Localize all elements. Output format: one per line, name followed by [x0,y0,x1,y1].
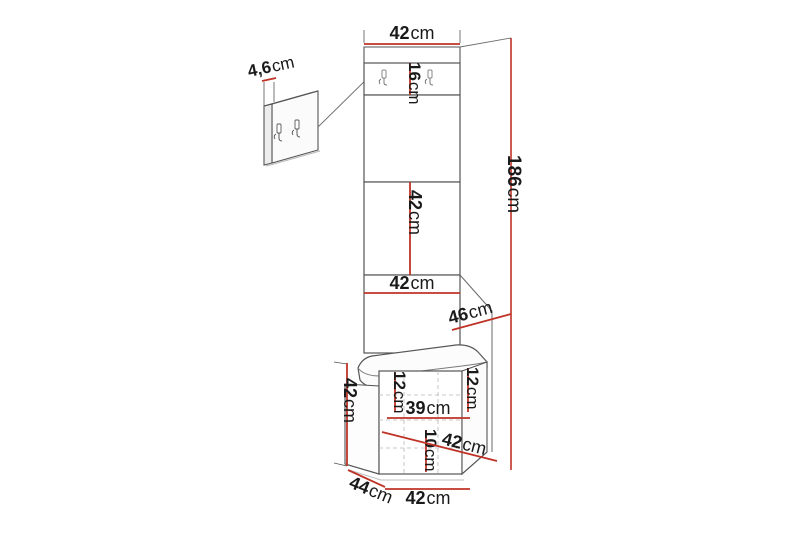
dimension-label-hook-panel-height: 16cm [405,62,424,105]
dimension-value-total-height: 186 [503,155,524,187]
dimension-value-cabinet-width: 42 [389,273,409,293]
dimension-value-bench-width: 42 [405,488,425,508]
dimension-label-bench-width: 42cm [405,488,450,508]
ext-line-bench-height-bottom [333,462,348,467]
cabinet-upper-section [363,94,461,183]
dimension-label-bench-height: 42cm [340,378,360,423]
dimension-drawer-front-height-right: 12cm [463,367,482,412]
dimension-bench-height: 42cm [333,361,360,467]
dimension-line-cabinet-depth [451,313,512,331]
dimension-value-inner-depth: 42 [440,429,464,453]
callout-panel-edge [263,103,273,166]
bench-base-shadow [348,469,464,481]
shoe-bench [344,344,488,481]
ext-line-bench-height-top [333,361,348,365]
dimension-line-inner-depth [381,431,498,462]
dimension-line-callout-depth [261,77,277,82]
dimension-inner-width: 39cm [387,398,470,419]
dimension-bench-width: 42cm [385,488,470,508]
bench-front-face [378,370,463,475]
dimension-value-drawer-front-height-right: 12 [463,367,482,386]
dimension-unit-drawer-front-height-left: cm [390,391,409,414]
tall-cabinet [363,46,493,452]
dimension-unit-bench-height: cm [340,399,360,423]
dimension-unit-bench-width: cm [427,488,451,508]
dimension-unit-drawer-front-height-right: cm [463,387,482,410]
callout-panel-top [263,90,319,107]
dimension-label-callout-depth: 4,6cm [246,52,296,80]
cabinet-top-lip [363,46,460,63]
dimension-total-height: 186cm [459,37,524,470]
coat-hook-icon [378,69,388,86]
ext-line-total-height-top [459,37,512,48]
coat-hook-icon [424,69,434,86]
bench-plinth [344,451,488,475]
dimension-label-top-width: 42cm [389,23,434,43]
dimension-value-callout-depth: 4,6 [246,57,273,80]
callout-panel-shadow [265,150,321,167]
coat-hook-icon [273,123,283,142]
dimension-unit-total-height: cm [503,188,524,213]
dimension-unit-hook-panel-height: cm [405,82,424,105]
cabinet-lower-section [363,274,461,354]
dimension-value-bench-height: 42 [340,378,360,398]
hook-panel-box [363,62,461,96]
dimension-drawer-front-height-left: 12cm [390,371,409,414]
dimension-value-cabinet-section-height: 42 [405,190,425,210]
dimension-hook-panel-height: 16cm [405,62,424,105]
cabinet-depth-edge [459,274,493,452]
dimension-value-top-width: 42 [389,23,409,43]
dimension-unit-callout-depth: cm [270,52,296,75]
dimension-unit-cabinet-width: cm [411,273,435,293]
dimension-cabinet-section-height: 42cm [405,182,425,275]
cabinet-middle-section [363,181,461,276]
dimension-unit-inner-width: cm [427,398,451,418]
dimension-label-lower-compartment-height: 10cm [421,429,440,472]
dimension-label-inner-width: 39cm [405,398,450,418]
dimension-line-bench-depth [347,469,386,488]
dimension-label-drawer-front-height-left: 12cm [390,371,409,414]
dimension-cabinet-width: 42cm [364,273,460,294]
dimension-value-drawer-front-height-left: 12 [390,371,409,390]
dimension-value-hook-panel-height: 16 [405,62,424,81]
coat-hook-icon [291,119,301,138]
dimension-label-drawer-front-height-right: 12cm [463,367,482,410]
dimension-lower-compartment-height: 10cm [421,429,440,472]
dimension-label-cabinet-section-height: 42cm [405,190,425,235]
dimension-unit-lower-compartment-height: cm [421,449,440,472]
dimension-unit-cabinet-section-height: cm [405,211,425,235]
dimension-top-width: 42cm [363,23,461,45]
dimension-label-total-height: 186cm [503,155,524,213]
svg-text:4,6cm: 4,6cm [246,52,296,80]
dimension-value-inner-width: 39 [405,398,425,418]
dimension-unit-top-width: cm [411,23,435,43]
hook-panel-callout [261,77,321,167]
dimension-label-cabinet-width: 42cm [389,273,434,293]
